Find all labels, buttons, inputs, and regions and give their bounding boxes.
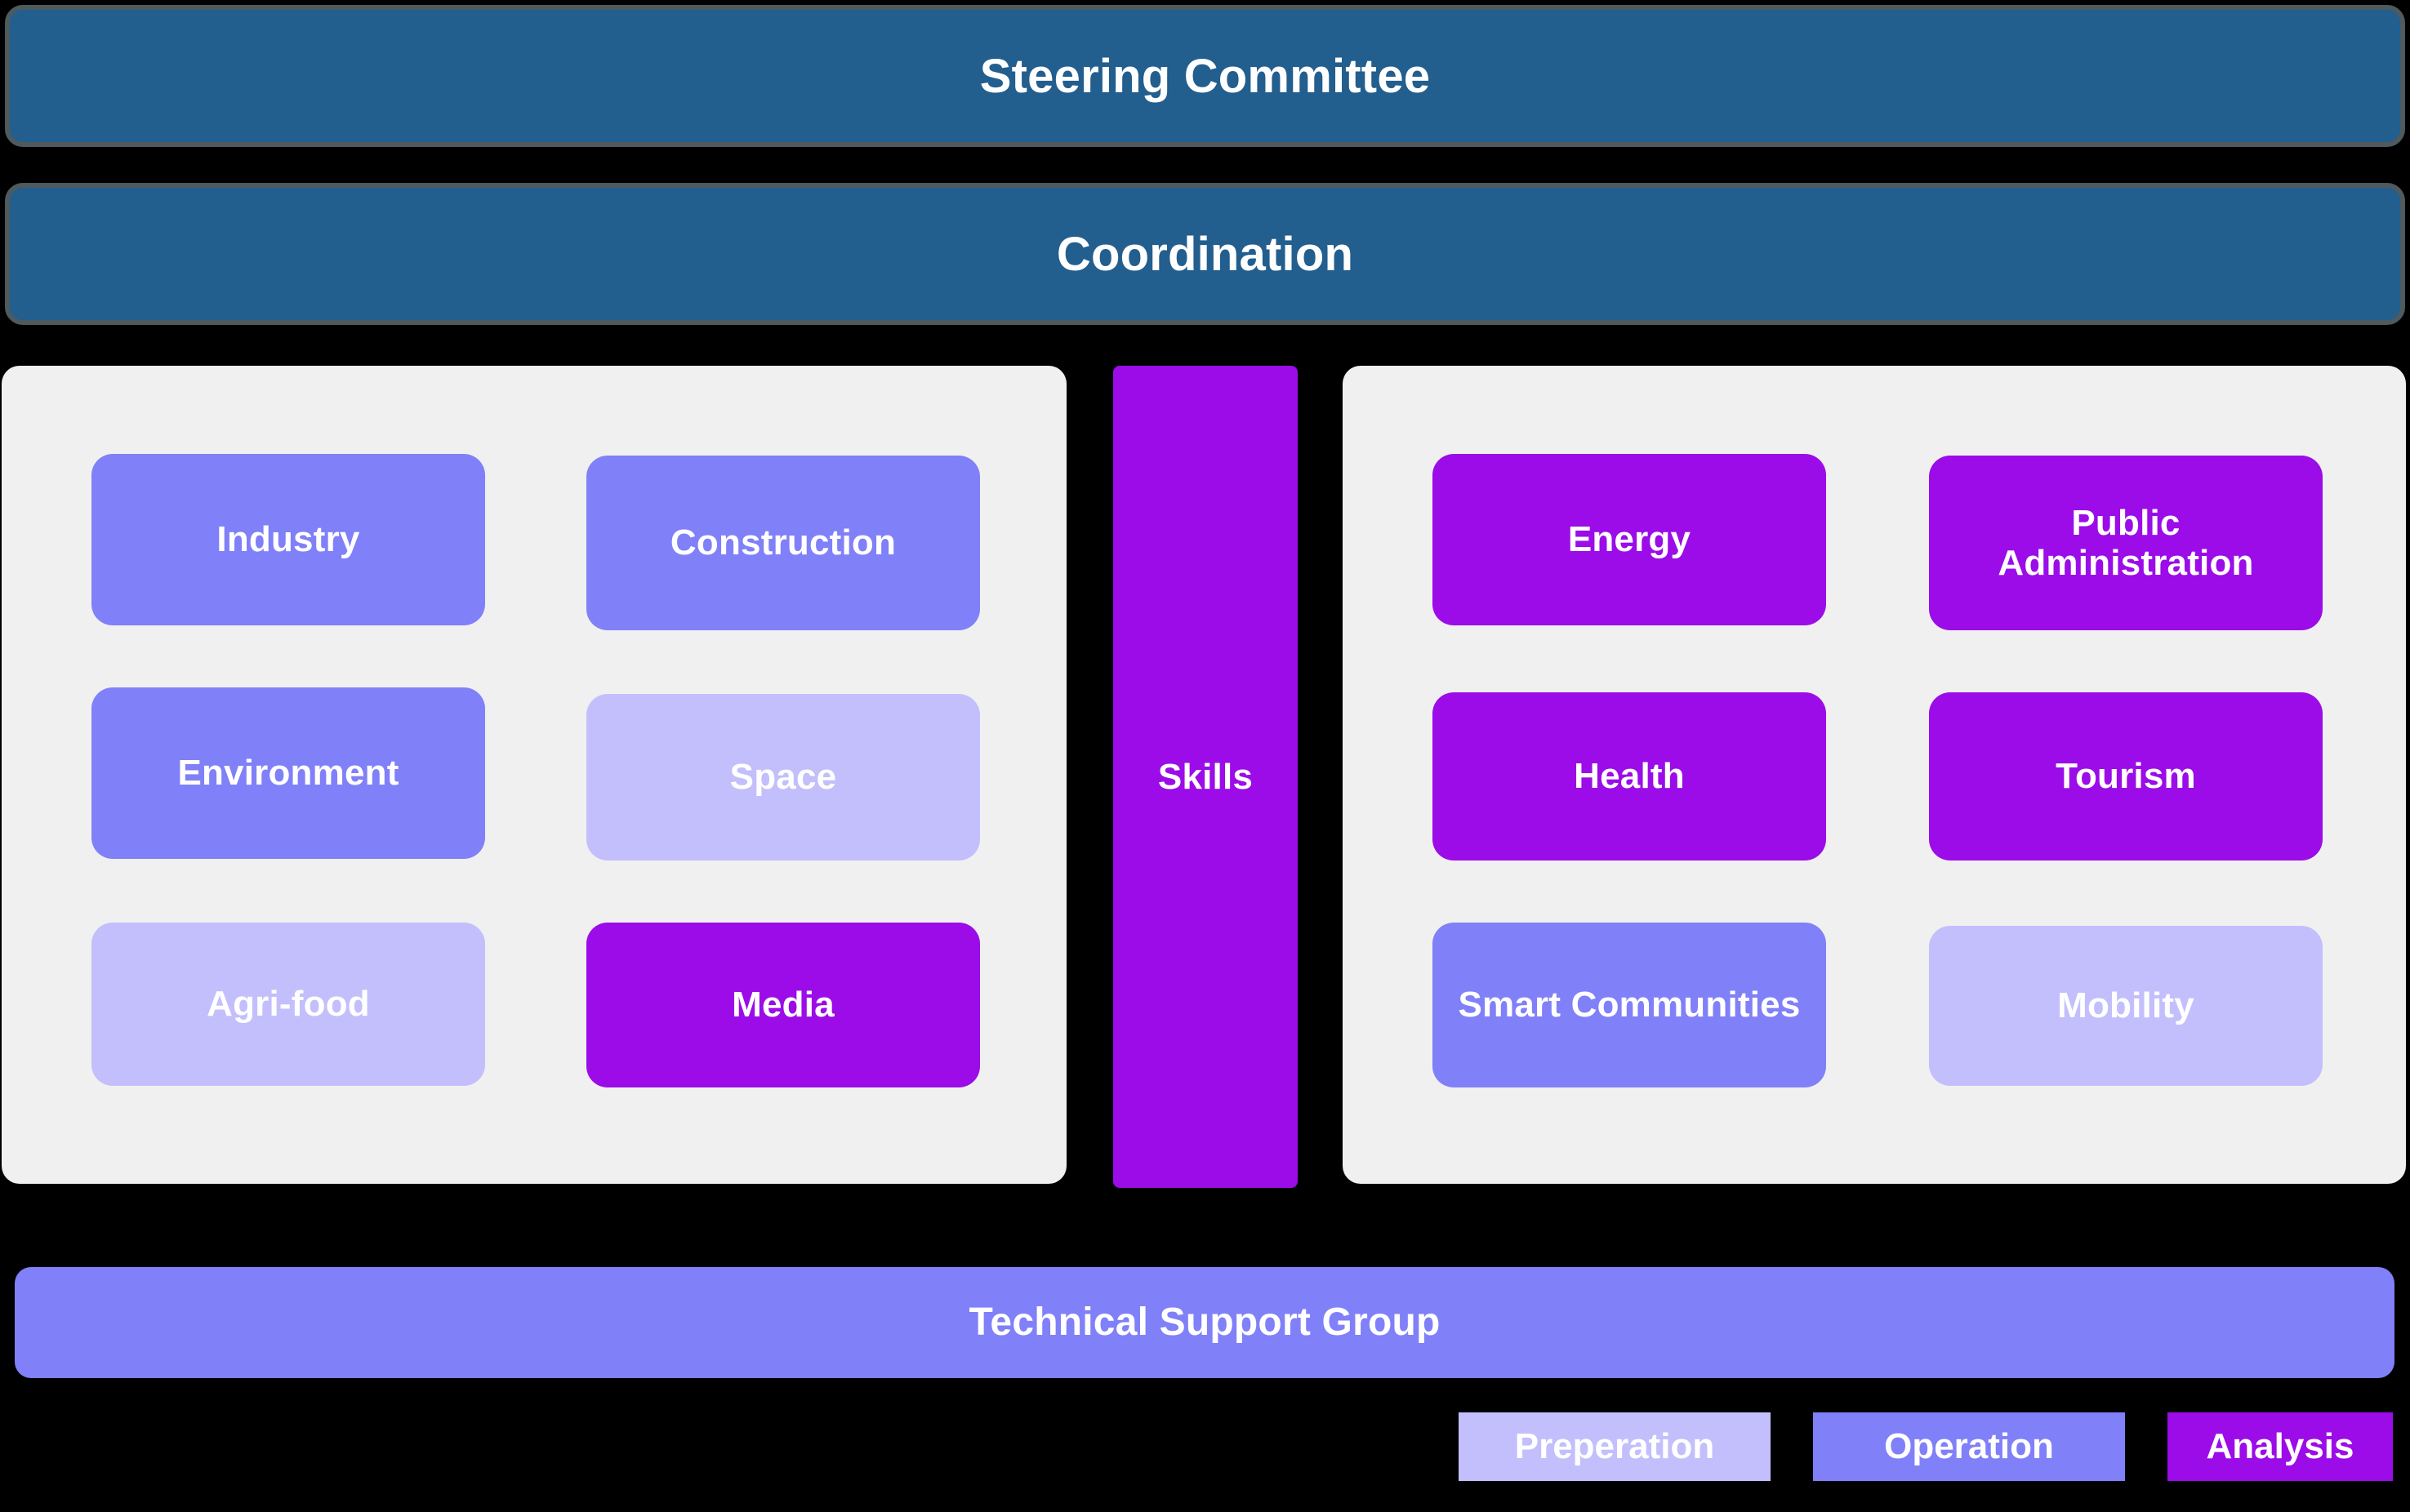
cell-tourism-label: Tourism xyxy=(2056,756,2196,797)
steering-committee-banner[interactable]: Steering Committee xyxy=(5,5,2405,147)
cell-mobility-label: Mobility xyxy=(2057,985,2194,1026)
cell-mobility[interactable]: Mobility xyxy=(1929,926,2323,1086)
coordination-banner[interactable]: Coordination xyxy=(5,183,2405,325)
skills-column[interactable]: Skills xyxy=(1113,366,1298,1188)
cell-industry-label: Industry xyxy=(216,519,360,560)
cell-space[interactable]: Space xyxy=(586,694,980,861)
cell-construction-label: Construction xyxy=(670,523,897,563)
cell-health[interactable]: Health xyxy=(1432,692,1826,861)
cell-environment[interactable]: Environment xyxy=(91,687,485,859)
legend-item-operation[interactable]: Operation xyxy=(1813,1412,2125,1481)
technical-support-group-label: Technical Support Group xyxy=(969,1301,1441,1345)
skills-label: Skills xyxy=(1157,756,1254,797)
legend: Preperation Operation Analysis xyxy=(1390,1412,2393,1481)
legend-item-analysis[interactable]: Analysis xyxy=(2167,1412,2393,1481)
technical-support-group-bar[interactable]: Technical Support Group xyxy=(15,1267,2394,1378)
cell-media[interactable]: Media xyxy=(586,923,980,1087)
cell-health-label: Health xyxy=(1574,756,1685,797)
cell-construction[interactable]: Construction xyxy=(586,456,980,630)
cell-smart-communities[interactable]: Smart Communities xyxy=(1432,923,1826,1087)
cell-agri-food[interactable]: Agri-food xyxy=(91,923,485,1086)
legend-item-analysis-label: Analysis xyxy=(2206,1426,2354,1466)
cell-agri-food-label: Agri-food xyxy=(207,984,370,1025)
steering-committee-label: Steering Committee xyxy=(979,49,1431,103)
legend-item-preperation-label: Preperation xyxy=(1514,1426,1715,1466)
cell-tourism[interactable]: Tourism xyxy=(1929,692,2323,861)
cell-media-label: Media xyxy=(732,985,835,1025)
legend-item-preperation[interactable]: Preperation xyxy=(1459,1412,1771,1481)
cell-public-administration[interactable]: Public Administration xyxy=(1929,456,2323,630)
cell-energy-label: Energy xyxy=(1567,519,1691,560)
cell-public-administration-label: Public Administration xyxy=(1998,502,2254,583)
legend-item-operation-label: Operation xyxy=(1884,1426,2054,1466)
cell-energy[interactable]: Energy xyxy=(1432,454,1826,625)
coordination-label: Coordination xyxy=(1056,227,1354,281)
cell-environment-label: Environment xyxy=(177,753,399,794)
cell-smart-communities-label: Smart Communities xyxy=(1458,985,1801,1025)
cell-space-label: Space xyxy=(729,757,837,798)
cell-industry[interactable]: Industry xyxy=(91,454,485,625)
